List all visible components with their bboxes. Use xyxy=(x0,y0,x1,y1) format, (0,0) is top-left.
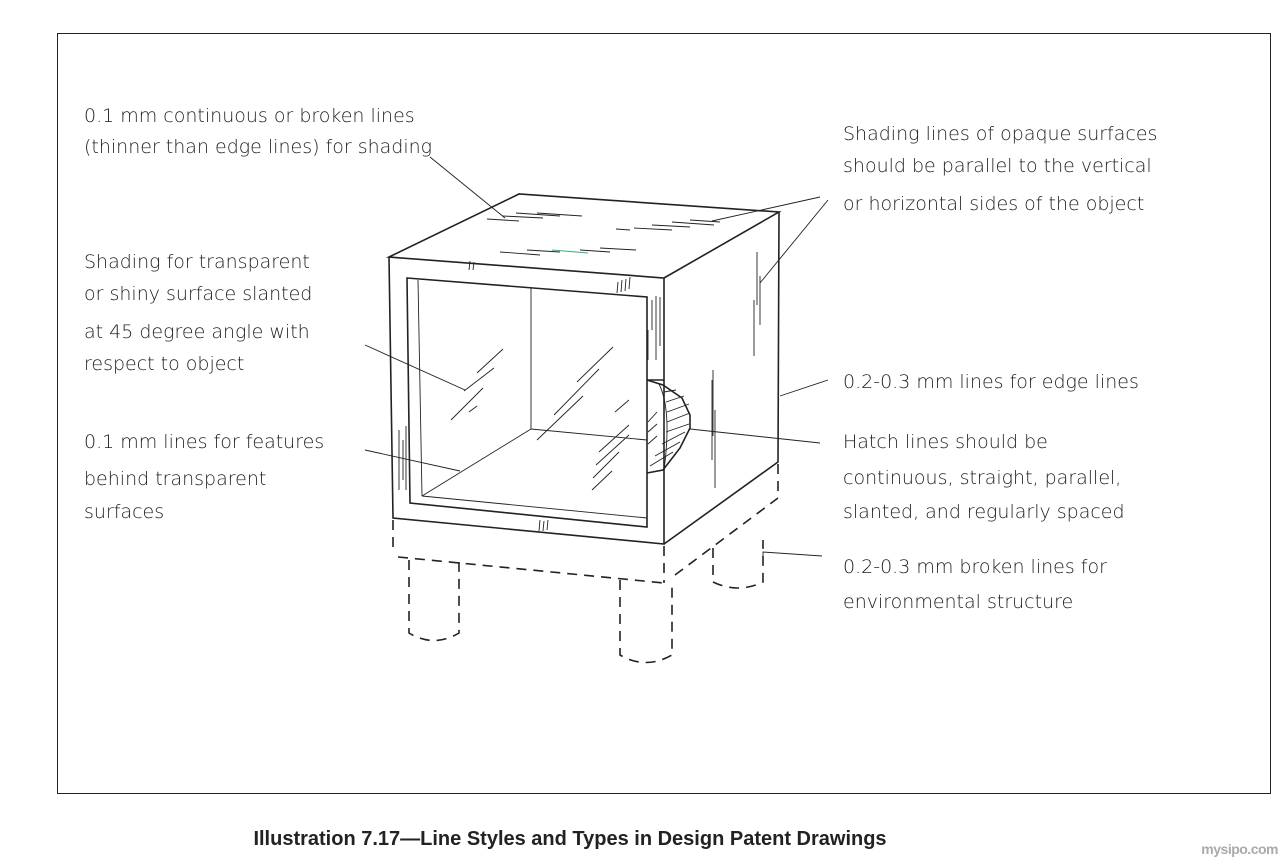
cube-edges xyxy=(385,193,782,545)
svg-text:0.1 mm lines for features: 0.1 mm lines for features xyxy=(84,431,324,453)
svg-text:Hatch lines should be: Hatch lines should be xyxy=(843,431,1048,453)
label-broken: 0.2-0.3 mm broken lines for environmenta… xyxy=(843,556,1107,613)
svg-text:0.1 mm continuous or broken li: 0.1 mm continuous or broken lines xyxy=(84,105,415,127)
svg-text:behind transparent: behind transparent xyxy=(84,468,266,490)
svg-text:respect to object: respect to object xyxy=(84,353,244,375)
label-hatch: Hatch lines should be continuous, straig… xyxy=(843,431,1125,523)
shading-lines xyxy=(398,212,761,532)
svg-text:should be parallel to the vert: should be parallel to the vertical xyxy=(843,155,1152,177)
hatch-section xyxy=(646,379,691,474)
leader-lines xyxy=(364,156,829,560)
svg-text:0.2-0.3 mm broken lines for: 0.2-0.3 mm broken lines for xyxy=(843,556,1107,578)
environmental-structure xyxy=(392,464,779,664)
svg-text:0.2-0.3 mm lines for edge line: 0.2-0.3 mm lines for edge lines xyxy=(843,371,1139,393)
label-opaque: Shading lines of opaque surfaces should … xyxy=(843,123,1157,215)
hidden-features xyxy=(417,279,648,519)
svg-text:or horizontal sides of the obj: or horizontal sides of the object xyxy=(843,193,1144,215)
label-shading-lines: 0.1 mm continuous or broken lines (thinn… xyxy=(84,105,432,158)
svg-text:continuous, straight, parallel: continuous, straight, parallel, xyxy=(843,467,1121,489)
label-features: 0.1 mm lines for features behind transpa… xyxy=(84,431,324,523)
figure-caption: Illustration 7.17—Line Styles and Types … xyxy=(253,828,887,850)
diagram-frame xyxy=(57,33,1271,794)
svg-text:or shiny surface slanted: or shiny surface slanted xyxy=(84,283,312,305)
svg-text:slanted, and regularly spaced: slanted, and regularly spaced xyxy=(843,501,1125,523)
svg-text:Shading for transparent: Shading for transparent xyxy=(84,251,310,273)
label-transparent: Shading for transparent or shiny surface… xyxy=(84,251,312,375)
svg-text:Shading lines of opaque surfac: Shading lines of opaque surfaces xyxy=(843,123,1157,145)
svg-text:(thinner than edge lines) for: (thinner than edge lines) for shading xyxy=(84,136,432,158)
transparent-shading xyxy=(450,346,630,491)
watermark: mysipo.com xyxy=(1201,841,1278,857)
svg-text:at 45 degree angle with: at 45 degree angle with xyxy=(84,321,310,343)
svg-text:surfaces: surfaces xyxy=(84,501,164,523)
label-edge: 0.2-0.3 mm lines for edge lines xyxy=(843,371,1139,393)
svg-text:environmental structure: environmental structure xyxy=(843,591,1073,613)
